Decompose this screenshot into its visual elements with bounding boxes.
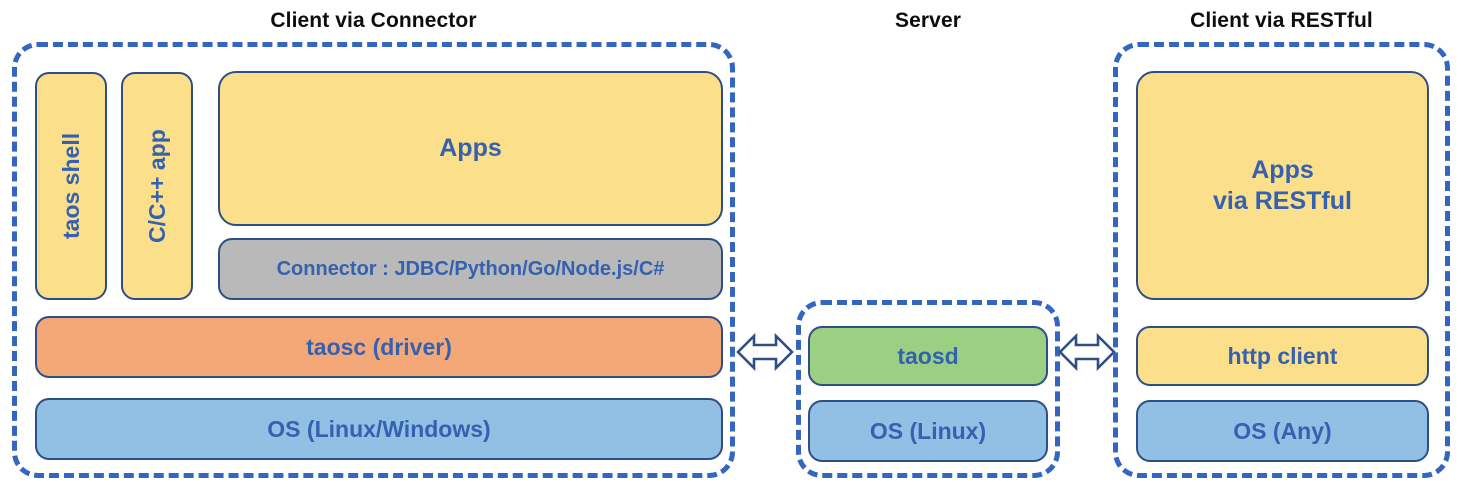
block-os-any[interactable]: OS (Any) (1136, 400, 1429, 462)
group-client-via-connector (12, 42, 735, 478)
double-headed-arrow-icon-left (736, 327, 794, 377)
block-taosd[interactable]: taosd (808, 326, 1048, 386)
apps-restful-line-1: Apps (1251, 156, 1314, 184)
block-apps-connector[interactable]: Apps (218, 71, 723, 226)
block-c-cpp-app[interactable]: C/C++ app (121, 72, 193, 300)
group-client-via-restful (1113, 42, 1450, 478)
block-connector-list[interactable]: Connector : JDBC/Python/Go/Node.js/C# (218, 238, 723, 300)
title-client-via-restful: Client via RESTful (1190, 9, 1373, 32)
group-server (796, 300, 1060, 478)
block-taosc-driver[interactable]: taosc (driver) (35, 316, 723, 378)
block-taos-shell[interactable]: taos shell (35, 72, 107, 300)
title-server: Server (895, 9, 961, 32)
apps-restful-line-2: via RESTful (1213, 186, 1352, 215)
block-apps-via-restful[interactable]: Apps via RESTful (1136, 71, 1429, 300)
double-headed-arrow-icon-right (1058, 327, 1116, 377)
block-os-linux-windows[interactable]: OS (Linux/Windows) (35, 398, 723, 460)
block-os-linux[interactable]: OS (Linux) (808, 400, 1048, 462)
block-http-client[interactable]: http client (1136, 326, 1429, 386)
title-client-via-connector: Client via Connector (270, 9, 477, 32)
